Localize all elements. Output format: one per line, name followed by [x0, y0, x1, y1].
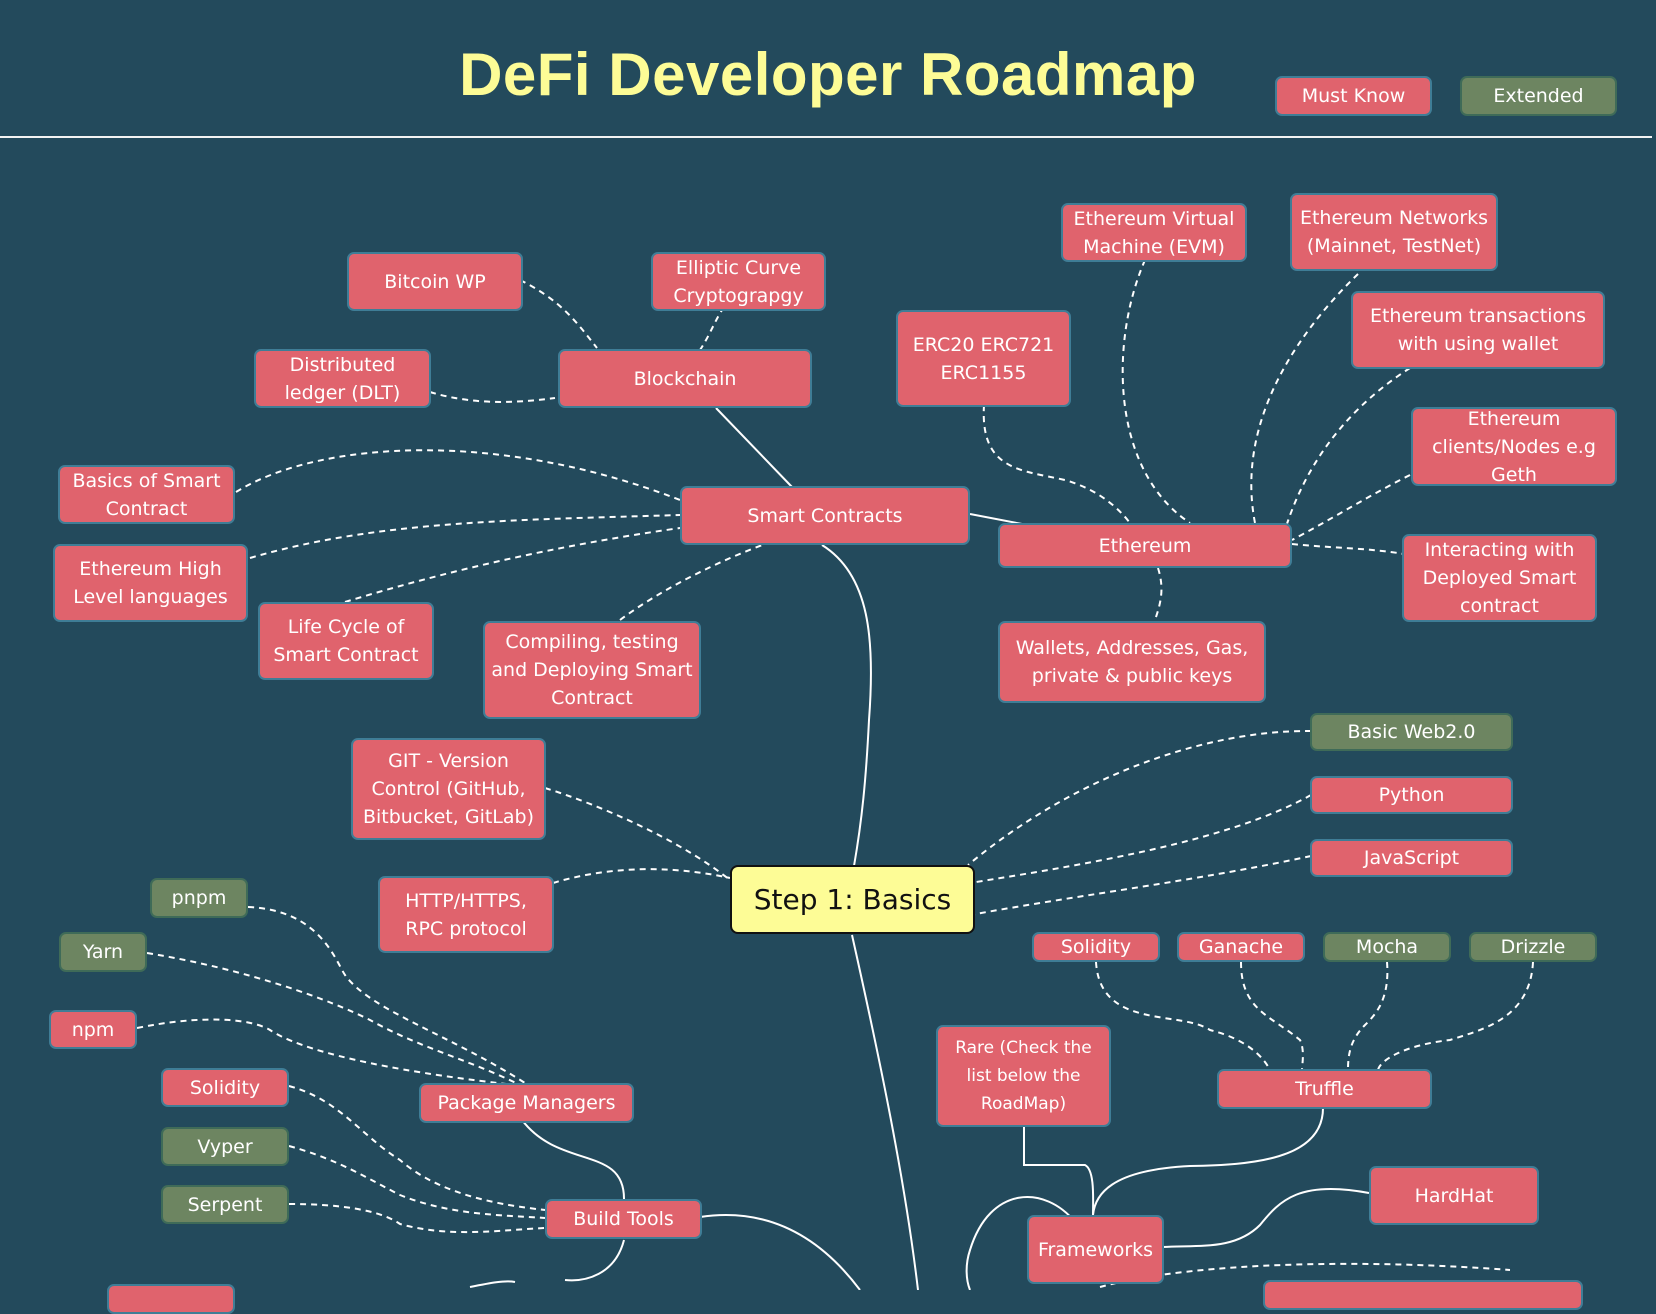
node-ganache: Ganache: [1177, 932, 1305, 962]
node-python: Python: [1310, 776, 1513, 814]
node-ethereum-transactions: Ethereum transactions with using wallet: [1351, 291, 1605, 369]
node-evm: Ethereum Virtual Machine (EVM): [1061, 203, 1247, 262]
page-title: DeFi Developer Roadmap: [459, 41, 1197, 108]
legend-must-know: Must Know: [1275, 76, 1432, 116]
node-elliptic-curve: Elliptic Curve Cryptograpgy: [651, 252, 826, 311]
node-partial-bottom-right: [1263, 1280, 1583, 1310]
node-http: HTTP/HTTPS, RPC protocol: [378, 876, 554, 953]
node-basic-web2: Basic Web2.0: [1310, 713, 1513, 751]
node-javascript: JavaScript: [1310, 839, 1513, 877]
node-wallets: Wallets, Addresses, Gas, private & publi…: [998, 621, 1266, 703]
node-ethereum-clients: Ethereum clients/Nodes e.g Geth: [1411, 407, 1617, 486]
node-compiling: Compiling, testing and Deploying Smart C…: [483, 621, 701, 719]
node-blockchain: Blockchain: [558, 349, 812, 408]
node-basics-smart-contract: Basics of Smart Contract: [58, 465, 235, 524]
node-ethereum-networks: Ethereum Networks (Mainnet, TestNet): [1290, 193, 1498, 271]
header-divider: [0, 136, 1652, 138]
node-step1-basics: Step 1: Basics: [730, 865, 975, 934]
core-connectors: [469, 407, 1370, 1290]
node-yarn: Yarn: [59, 932, 147, 972]
node-interacting-contract: Interacting with Deployed Smart contract: [1402, 534, 1597, 622]
node-smart-contracts: Smart Contracts: [680, 486, 970, 545]
node-rare: Rare (Check the list below the RoadMap): [936, 1025, 1111, 1127]
node-package-managers: Package Managers: [419, 1083, 634, 1123]
node-life-cycle: Life Cycle of Smart Contract: [258, 602, 434, 680]
node-solidity-framework: Solidity: [1032, 932, 1160, 962]
node-frameworks: Frameworks: [1027, 1215, 1164, 1284]
node-erc-tokens: ERC20 ERC721 ERC1155: [896, 310, 1071, 407]
node-hardhat: HardHat: [1369, 1166, 1539, 1225]
node-ethereum-high-level: Ethereum High Level languages: [53, 544, 248, 622]
node-bitcoin-wp: Bitcoin WP: [347, 252, 523, 311]
node-partial-bottom-left: [107, 1284, 235, 1314]
node-vyper: Vyper: [161, 1127, 289, 1166]
node-ethereum: Ethereum: [998, 523, 1292, 568]
node-git: GIT - Version Control (GitHub, Bitbucket…: [351, 738, 546, 840]
node-npm: npm: [49, 1010, 137, 1049]
node-solidity-build: Solidity: [161, 1068, 289, 1107]
node-truffle: Truffle: [1217, 1069, 1432, 1109]
node-mocha: Mocha: [1323, 932, 1451, 962]
optional-connectors: [136, 259, 1534, 1288]
node-serpent: Serpent: [161, 1185, 289, 1224]
node-distributed-ledger: Distributed ledger (DLT): [254, 349, 431, 408]
node-pnpm: pnpm: [150, 878, 248, 918]
node-drizzle: Drizzle: [1469, 932, 1597, 962]
legend-extended: Extended: [1460, 76, 1617, 116]
node-build-tools: Build Tools: [545, 1199, 702, 1239]
